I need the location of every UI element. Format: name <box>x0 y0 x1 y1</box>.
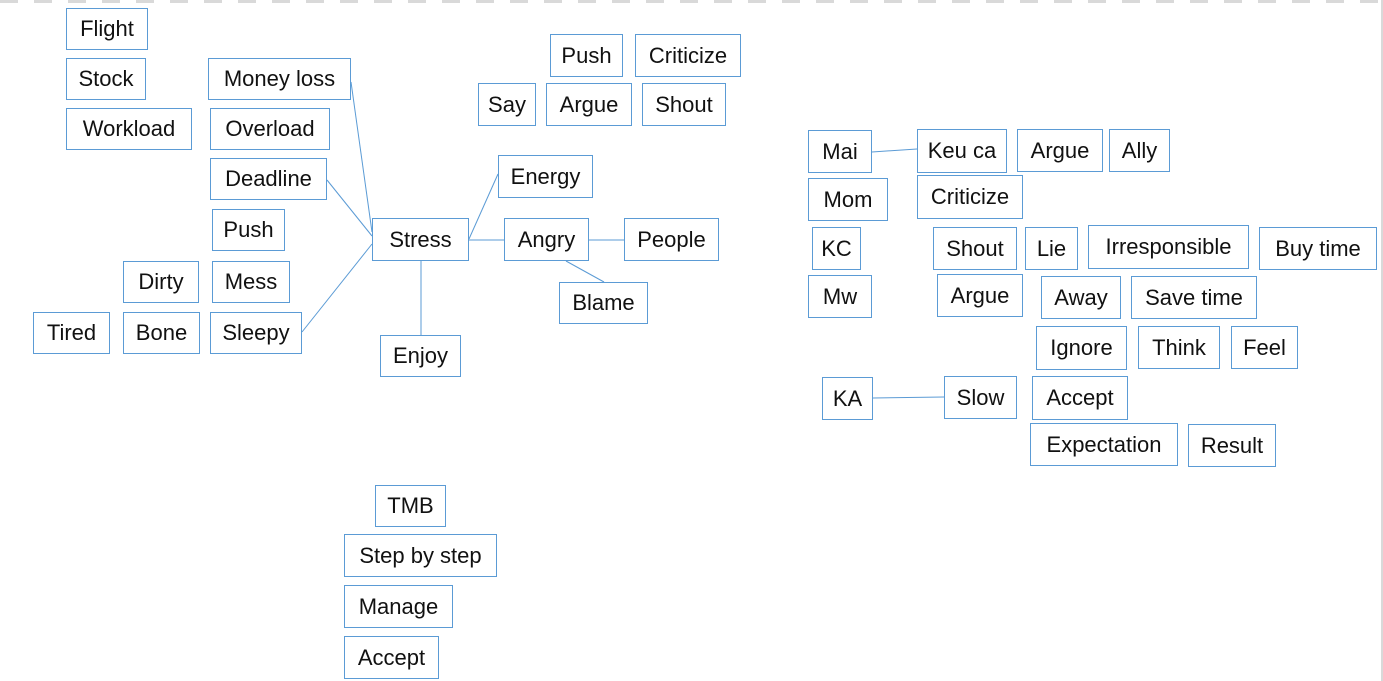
node-mom: Mom <box>808 178 888 221</box>
node-think: Think <box>1138 326 1220 369</box>
node-blame: Blame <box>559 282 648 324</box>
node-enjoy: Enjoy <box>380 335 461 377</box>
node-away: Away <box>1041 276 1121 319</box>
node-kc: KC <box>812 227 861 270</box>
node-keu-ca: Keu ca <box>917 129 1007 173</box>
node-stress: Stress <box>372 218 469 261</box>
node-tmb: TMB <box>375 485 446 527</box>
node-argue-top: Argue <box>546 83 632 126</box>
link-deadline-stress <box>326 179 373 237</box>
node-ally: Ally <box>1109 129 1170 172</box>
node-shout-top: Shout <box>642 83 726 126</box>
link-moneyloss-stress <box>350 81 373 233</box>
node-sleepy: Sleepy <box>210 312 302 354</box>
node-criticize-r: Criticize <box>917 175 1023 219</box>
node-stock: Stock <box>66 58 146 100</box>
node-angry: Angry <box>504 218 589 261</box>
node-mai: Mai <box>808 130 872 173</box>
node-manage: Manage <box>344 585 453 628</box>
node-workload: Workload <box>66 108 192 150</box>
node-energy: Energy <box>498 155 593 198</box>
node-step-by-step: Step by step <box>344 534 497 577</box>
node-ignore: Ignore <box>1036 326 1127 370</box>
node-mess: Mess <box>212 261 290 303</box>
node-push-left: Push <box>212 209 285 251</box>
top-dashed-border <box>0 0 1383 3</box>
node-shout-r: Shout <box>933 227 1017 270</box>
node-bone: Bone <box>123 312 200 354</box>
link-mai-keuca <box>871 148 918 153</box>
node-people: People <box>624 218 719 261</box>
node-irresponsible: Irresponsible <box>1088 225 1249 269</box>
node-expectation: Expectation <box>1030 423 1178 466</box>
node-mw: Mw <box>808 275 872 318</box>
right-edge-line <box>1381 0 1383 681</box>
node-argue-r2: Argue <box>937 274 1023 317</box>
node-overload: Overload <box>210 108 330 150</box>
link-sleepy-stress <box>301 243 373 333</box>
node-deadline: Deadline <box>210 158 327 200</box>
node-say: Say <box>478 83 536 126</box>
node-ka: KA <box>822 377 873 420</box>
node-dirty: Dirty <box>123 261 199 303</box>
node-accept-r: Accept <box>1032 376 1128 420</box>
node-money-loss: Money loss <box>208 58 351 100</box>
node-result: Result <box>1188 424 1276 467</box>
link-angry-blame <box>565 260 605 283</box>
node-save-time: Save time <box>1131 276 1257 319</box>
node-buy-time: Buy time <box>1259 227 1377 270</box>
node-slow: Slow <box>944 376 1017 419</box>
node-flight: Flight <box>66 8 148 50</box>
node-criticize-top: Criticize <box>635 34 741 77</box>
node-lie: Lie <box>1025 227 1078 270</box>
node-argue-r1: Argue <box>1017 129 1103 172</box>
link-stress-energy <box>468 173 499 240</box>
node-tired: Tired <box>33 312 110 354</box>
node-feel: Feel <box>1231 326 1298 369</box>
node-accept-bottom: Accept <box>344 636 439 679</box>
node-push-top: Push <box>550 34 623 77</box>
link-ka-slow <box>872 396 945 399</box>
